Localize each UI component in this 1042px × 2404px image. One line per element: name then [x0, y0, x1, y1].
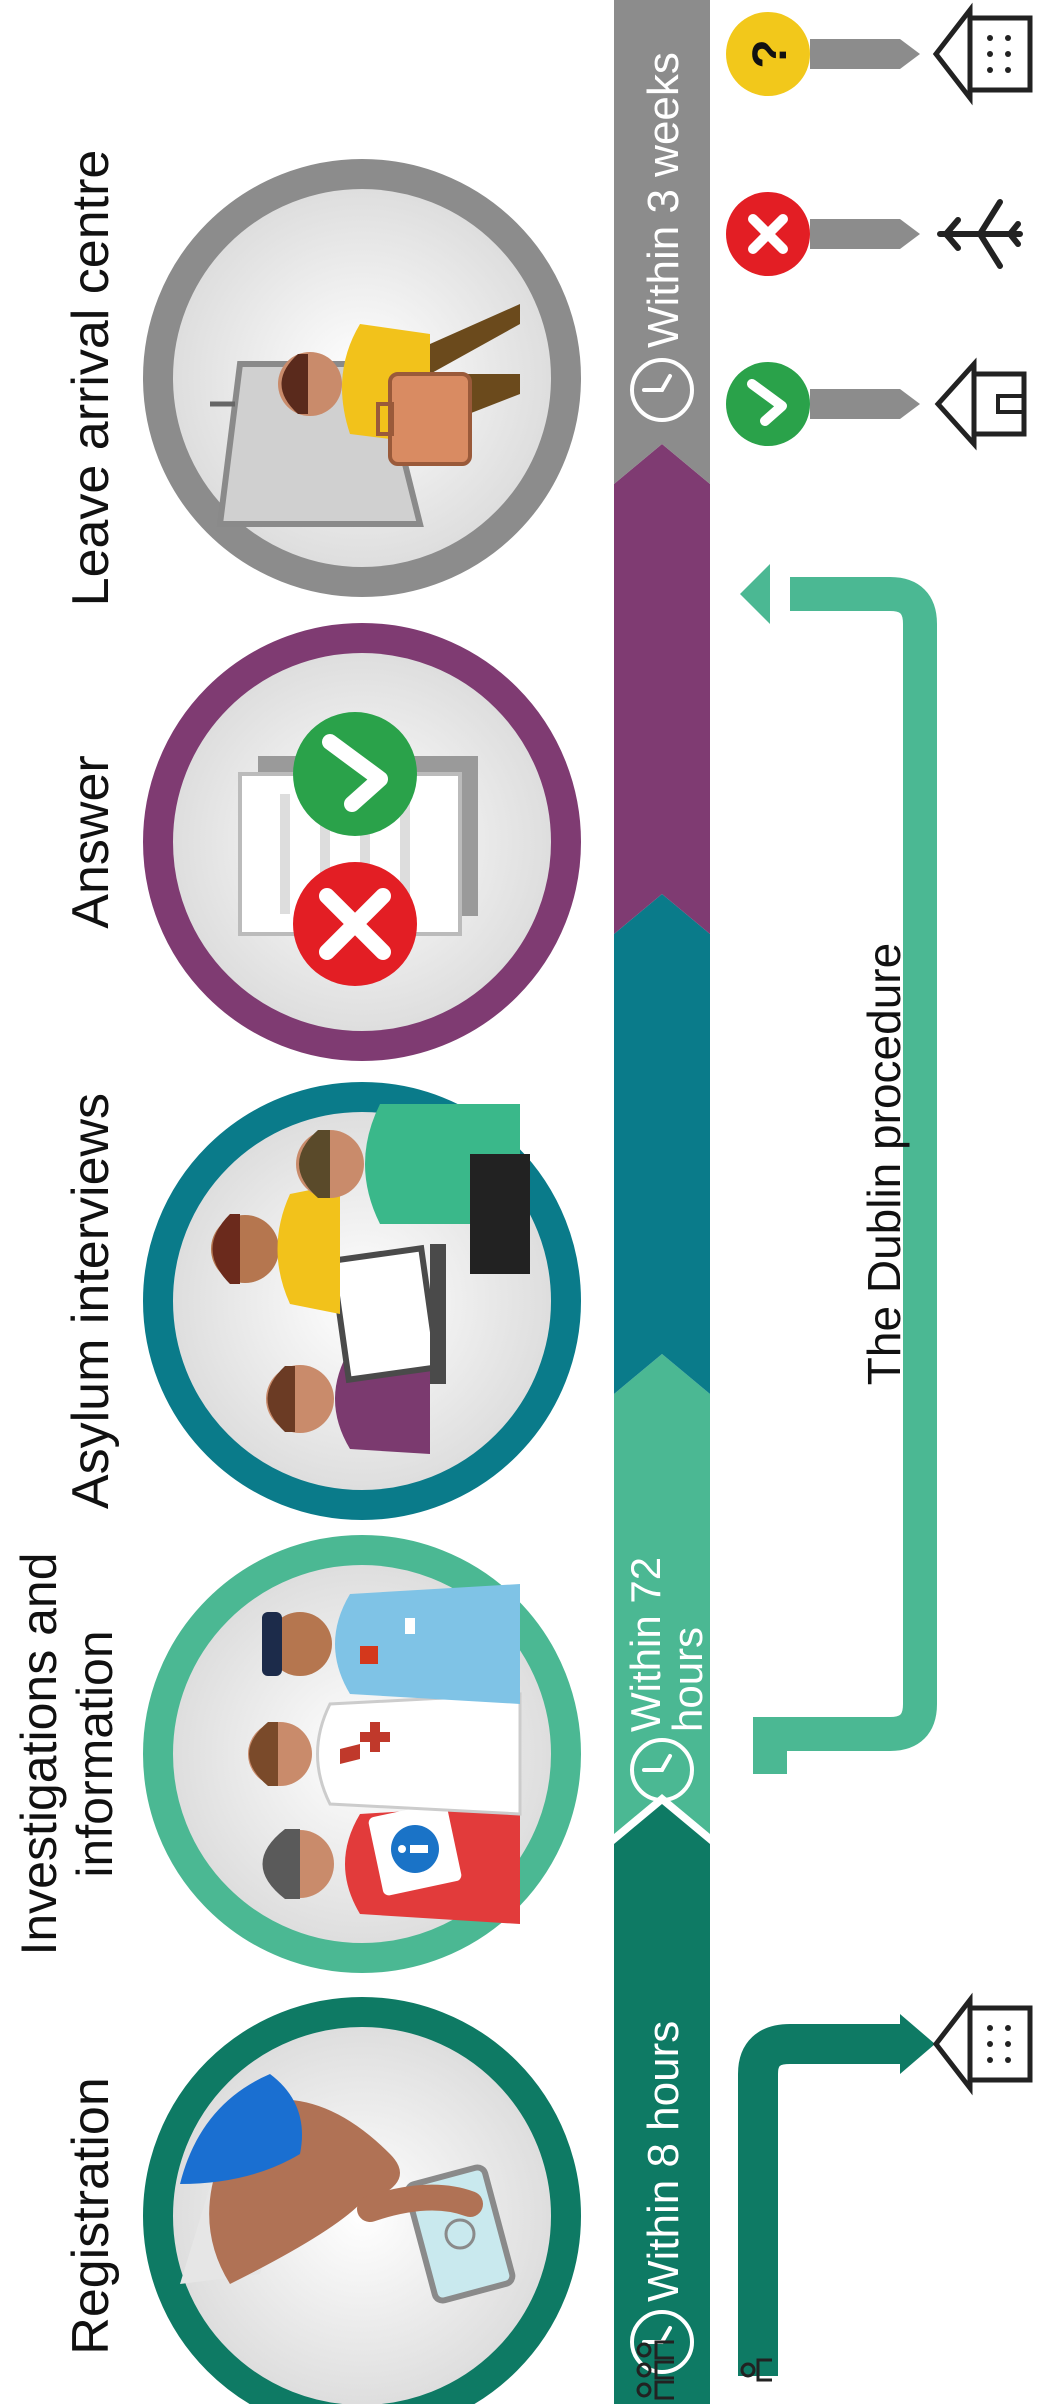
question-mark-icon [726, 12, 810, 96]
timeline-label-investigations-line2: hours [664, 1627, 711, 1732]
laptop-icon [328, 1244, 446, 1384]
airplane-icon [937, 199, 1023, 269]
single-person-icon [740, 2358, 772, 2382]
dublin-procedure-loop: The Dublin procedure [740, 564, 937, 1774]
checkmark-icon [726, 362, 810, 446]
stage-label-leave: Leave arrival centre [62, 150, 120, 607]
timeline-segment-investigations [614, 1354, 710, 1834]
timeline-label-leave: Within 3 weeks [639, 52, 688, 348]
timeline-segment-interviews [614, 894, 710, 1394]
reception-building-icon [932, 2, 1033, 106]
registration-flow-path [738, 2014, 935, 2376]
house-icon [934, 357, 1027, 451]
registration-illustration [143, 1997, 581, 2404]
timeline-label-registration: Within 8 hours [639, 2021, 688, 2302]
stage-labels: Registration Investigations and informat… [11, 150, 123, 2355]
reception-building-icon [932, 1992, 1033, 2096]
timeline-segment-answer [614, 444, 710, 934]
outcome-maybe: ? [726, 12, 920, 96]
stage-label-investigations: Investigations and [11, 1552, 67, 1955]
svg-text:?: ? [744, 39, 797, 68]
answer-illustration [143, 623, 581, 1061]
investigations-illustration [143, 1535, 581, 1973]
timeline-segment-leave [614, 0, 710, 484]
checkmark-icon [293, 712, 417, 836]
cross-icon [293, 862, 417, 986]
outcome-no [726, 192, 920, 276]
stage-label-answer: Answer [62, 755, 120, 928]
suitcase-icon [376, 372, 472, 466]
stage-label-interviews: Asylum interviews [62, 1093, 120, 1509]
interviews-illustration [143, 1082, 581, 1520]
stage-label-registration: Registration [62, 2077, 120, 2354]
timeline-segment-registration [614, 1844, 710, 2404]
timeline-label-investigations-line1: Within 72 [622, 1557, 669, 1732]
outcome-yes [726, 362, 920, 446]
group-of-people-icon [636, 2340, 674, 2400]
stage-label-investigations-line2: information [67, 1630, 123, 1877]
timeline-bar: Within 8 hours Within 72 hours Within 3 … [614, 0, 711, 2404]
dublin-procedure-label: The Dublin procedure [858, 943, 910, 1385]
rotated-layout: Registration Investigations and informat… [11, 0, 1033, 2404]
leave-illustration [143, 159, 581, 597]
